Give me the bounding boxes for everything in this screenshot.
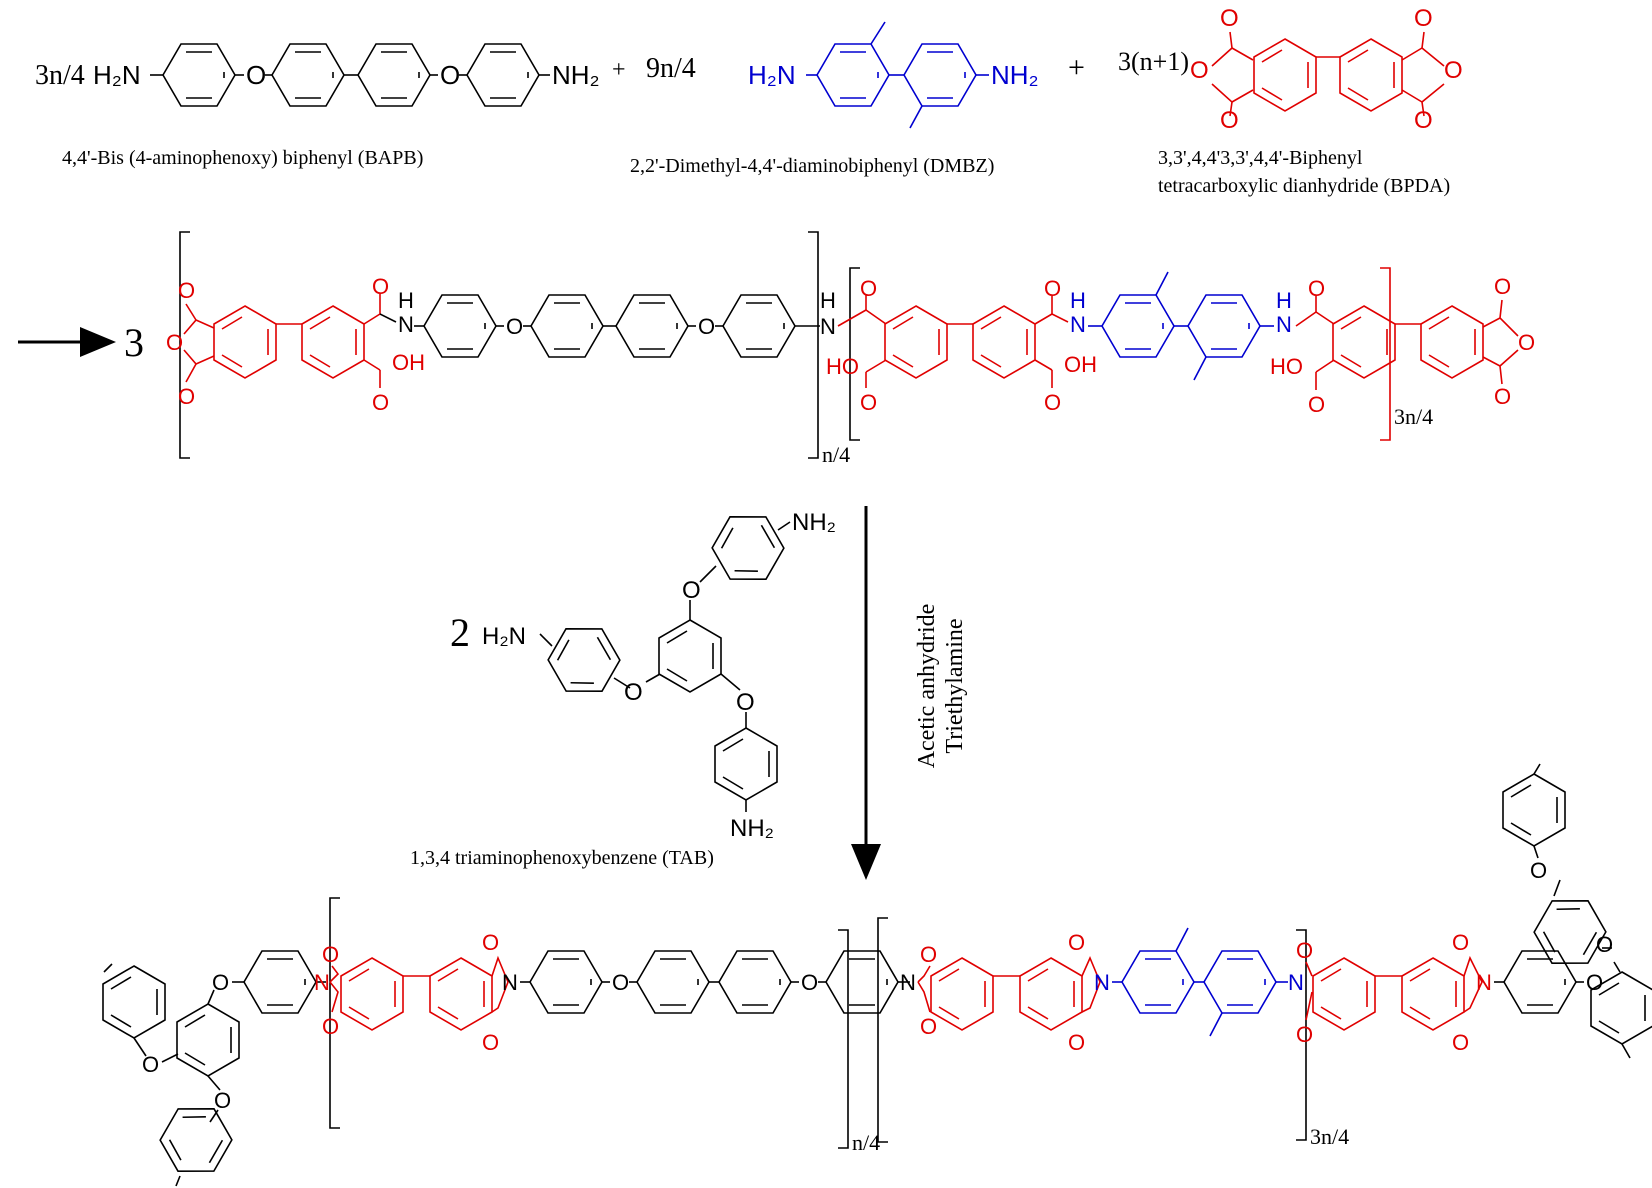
- svg-text:O: O: [322, 1014, 339, 1039]
- svg-text:O: O: [178, 384, 195, 409]
- intermediate-subscript-n4: n/4: [822, 442, 850, 467]
- svg-text:O: O: [1296, 938, 1313, 963]
- svg-text:N: N: [1288, 970, 1304, 995]
- svg-text:N: N: [900, 970, 916, 995]
- condition-triethylamine: Triethylamine: [942, 618, 968, 753]
- product-structure: O O O n/4 N O O O O N O: [102, 763, 1652, 1188]
- svg-text:N: N: [1476, 970, 1492, 995]
- bapb-amine-right: NH₂: [552, 60, 600, 90]
- svg-text:O: O: [1596, 932, 1613, 957]
- svg-text:N: N: [398, 312, 414, 337]
- svg-text:OH: OH: [392, 350, 425, 375]
- svg-text:O: O: [1044, 390, 1061, 415]
- product-subscript-n4: n/4: [852, 1130, 880, 1155]
- bpda-o-bottom-left: O: [1220, 107, 1239, 134]
- bpda-o-top-left: O: [1220, 5, 1239, 32]
- svg-text:O: O: [1452, 1030, 1469, 1055]
- plus-sign-1: +: [612, 57, 626, 83]
- svg-text:NH₂: NH₂: [792, 509, 836, 536]
- svg-text:HO: HO: [1270, 354, 1303, 379]
- dmbz-structure: 9n/4 H₂N NH₂ 2,2'-Dimethyl-4,4'-diaminob…: [630, 21, 1039, 177]
- bapb-coefficient: 3n/4: [35, 60, 85, 91]
- tab-structure: 2 H₂N O O NH₂ O NH₂ 1,3,4 triaminophenox…: [410, 500, 836, 869]
- dmbz-label: 2,2'-Dimethyl-4,4'-diaminobiphenyl (DMBZ…: [630, 155, 994, 177]
- plus-sign-2: +: [1068, 51, 1085, 84]
- bpda-o-ring-right: O: [1444, 57, 1463, 84]
- bpda-label-line1: 3,3',4,4'3,3',4,4'-Biphenyl: [1158, 147, 1363, 169]
- svg-text:H: H: [1276, 288, 1292, 313]
- svg-text:O: O: [736, 689, 755, 716]
- bpda-coefficient: 3(n+1): [1118, 47, 1189, 76]
- tab-label: 1,3,4 triaminophenoxybenzene (TAB): [410, 847, 714, 869]
- bpda-label-line2: tetracarboxylic dianhydride (BPDA): [1158, 175, 1450, 197]
- svg-text:N: N: [314, 970, 330, 995]
- bpda-o-ring-left: O: [1190, 57, 1209, 84]
- bapb-structure: 3n/4 H₂N O O NH₂ 4,4'-Bis (4-aminophenox…: [35, 43, 600, 169]
- svg-text:O: O: [482, 1030, 499, 1055]
- svg-text:N: N: [1070, 312, 1086, 337]
- svg-text:O: O: [322, 942, 339, 967]
- tab-coefficient: 2: [450, 610, 470, 655]
- svg-text:H₂N: H₂N: [482, 623, 526, 650]
- dmbz-coefficient: 9n/4: [646, 53, 696, 84]
- svg-text:O: O: [372, 390, 389, 415]
- svg-text:O: O: [178, 278, 195, 303]
- svg-text:O: O: [860, 390, 877, 415]
- svg-text:O: O: [1044, 276, 1061, 301]
- svg-text:O: O: [1296, 1022, 1313, 1047]
- svg-text:O: O: [1452, 930, 1469, 955]
- svg-text:O: O: [482, 930, 499, 955]
- svg-text:N: N: [820, 314, 836, 339]
- dmbz-amine-right: NH₂: [991, 60, 1039, 90]
- product-subscript-3n4: 3n/4: [1310, 1124, 1349, 1149]
- bapb-ether-o2: O: [440, 60, 460, 90]
- svg-text:O: O: [506, 314, 523, 339]
- svg-text:O: O: [142, 1052, 159, 1077]
- svg-text:O: O: [1068, 1030, 1085, 1055]
- svg-text:O: O: [166, 330, 183, 355]
- svg-text:O: O: [612, 970, 629, 995]
- intermediate-subscript-3n4: 3n/4: [1394, 404, 1433, 429]
- svg-text:H: H: [1070, 288, 1086, 313]
- svg-text:O: O: [920, 1014, 937, 1039]
- svg-text:O: O: [372, 274, 389, 299]
- svg-text:O: O: [1308, 276, 1325, 301]
- bapb-label: 4,4'-Bis (4-aminophenoxy) biphenyl (BAPB…: [62, 147, 423, 169]
- svg-text:O: O: [1494, 274, 1511, 299]
- svg-text:O: O: [1530, 858, 1547, 883]
- svg-text:N: N: [1276, 312, 1292, 337]
- svg-text:O: O: [1308, 392, 1325, 417]
- svg-text:O: O: [682, 577, 701, 604]
- svg-text:O: O: [698, 314, 715, 339]
- svg-text:O: O: [624, 679, 643, 706]
- svg-text:O: O: [1586, 970, 1603, 995]
- svg-text:O: O: [212, 970, 229, 995]
- svg-text:O: O: [1068, 930, 1085, 955]
- svg-text:O: O: [801, 970, 818, 995]
- svg-text:N: N: [502, 970, 518, 995]
- svg-text:O: O: [920, 942, 937, 967]
- svg-text:NH₂: NH₂: [730, 815, 774, 842]
- svg-text:HO: HO: [826, 354, 859, 379]
- svg-text:O: O: [214, 1088, 231, 1113]
- bpda-structure: 3(n+1) O O O O O O 3,3',4,4'3,3',4,4'-Bi…: [1118, 5, 1463, 197]
- condition-acetic-anhydride: Acetic anhydride: [914, 604, 940, 769]
- dmbz-amine-left: H₂N: [748, 60, 796, 90]
- bpda-o-top-right: O: [1414, 5, 1433, 32]
- bapb-amine-left: H₂N: [93, 60, 141, 90]
- intermediate-coefficient: 3: [124, 320, 144, 365]
- bpda-o-bottom-right: O: [1414, 107, 1433, 134]
- svg-text:OH: OH: [1064, 352, 1097, 377]
- svg-text:O: O: [1494, 384, 1511, 409]
- bapb-ether-o1: O: [246, 60, 266, 90]
- svg-text:O: O: [860, 276, 877, 301]
- svg-text:N: N: [1094, 970, 1110, 995]
- svg-text:H: H: [820, 288, 836, 313]
- intermediate-structure: n/4 O O O O H N O OH O O H: [166, 231, 1535, 467]
- svg-text:H: H: [398, 288, 414, 313]
- svg-text:O: O: [1518, 330, 1535, 355]
